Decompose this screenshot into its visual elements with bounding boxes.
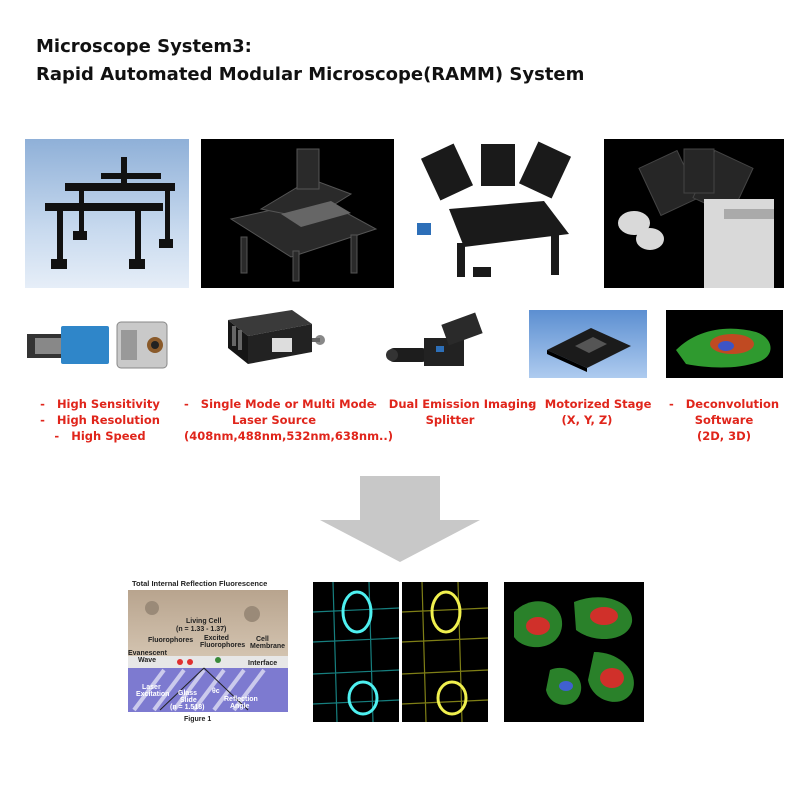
tirf-label: Cell (256, 636, 269, 643)
tirf-label: Laser (142, 684, 161, 691)
caption-text: High Sensitivity (56, 397, 160, 411)
title-line-2: Rapid Automated Modular Microscope(RAMM)… (36, 64, 585, 85)
tirf-diagram: Total Internal Reflection Fluorescence L… (120, 578, 292, 728)
tirf-label: (n = 1.33 - 1.37) (176, 626, 227, 633)
yellow-fluorescence-image (402, 582, 488, 722)
caption-deconvolution: - Deconvolution Software (2D, 3D) (668, 396, 780, 444)
tirf-label: Membrane (250, 643, 286, 650)
tirf-label: Living Cell (186, 618, 222, 625)
tirf-label: Wave (138, 657, 157, 664)
tirf-label: (n = 1.518) (170, 704, 205, 711)
title-line-1: Microscope System3: (36, 36, 252, 57)
tirf-label: Glass (178, 690, 198, 697)
page-title: Microscope System3: Rapid Automated Modu… (36, 33, 584, 89)
tirf-label: Fluorophores (148, 637, 194, 644)
caption-text: Deconvolution (685, 397, 780, 411)
frame-photo-4 (604, 139, 784, 288)
tirf-label: Interface (248, 660, 278, 667)
caption-text: High Resolution (56, 413, 160, 427)
caption-line: - High Speed (40, 428, 160, 444)
bullet: - (40, 413, 45, 427)
frame-photo-2 (201, 139, 394, 288)
tirf-label: Evanescent (128, 650, 167, 657)
tirf-figure-caption: Figure 1 (184, 716, 212, 723)
caption-line: - High Sensitivity (40, 396, 160, 412)
splitter-photo (384, 310, 496, 376)
caption-line: Laser Source (231, 413, 317, 427)
caption-line: Splitter (425, 413, 475, 427)
caption-line: - Deconvolution (668, 396, 780, 412)
caption-line: (408nm,488nm,532nm,638nm..) (184, 429, 394, 443)
bullet: - (54, 429, 60, 443)
down-arrow-icon (318, 476, 482, 562)
cyan-fluorescence-image (313, 582, 399, 722)
camera-photo (25, 318, 197, 370)
caption-laser: - Single Mode or Multi Mode Laser Source… (184, 396, 394, 444)
tirf-label: Reflection (224, 696, 258, 703)
bullet: - (528, 397, 533, 411)
caption-line: (X, Y, Z) (561, 413, 613, 427)
cell-fluorescence-image (504, 582, 644, 722)
caption-line: (2D, 3D) (697, 429, 751, 443)
tirf-label: Excitation (136, 691, 170, 698)
tirf-label: Fluorophores (200, 642, 246, 649)
frame-photo-3 (409, 139, 584, 288)
tirf-label: Slide (180, 697, 197, 704)
caption-line: - High Resolution (40, 412, 160, 428)
caption-line: - Dual Emission Imaging (372, 396, 536, 412)
bullet: - (40, 397, 45, 411)
caption-camera: - High Sensitivity - High Resolution - H… (40, 396, 160, 444)
caption-line: Software (694, 413, 754, 427)
bullet: - (184, 397, 189, 411)
tirf-title: Total Internal Reflection Fluorescence (132, 579, 268, 588)
tirf-label: Excited (204, 635, 229, 642)
caption-text: Motorized Stage (544, 397, 652, 411)
caption-splitter: - Dual Emission Imaging Splitter (372, 396, 536, 428)
bullet: - (668, 397, 674, 411)
deconvolution-image (666, 310, 783, 378)
caption-text: Dual Emission Imaging (388, 397, 537, 411)
laser-source-photo (220, 306, 332, 368)
bullet: - (372, 397, 377, 411)
caption-text: High Speed (71, 429, 146, 443)
caption-line: - Single Mode or Multi Mode (184, 396, 375, 412)
caption-stage: - Motorized Stage (X, Y, Z) (528, 396, 651, 428)
motorized-stage-photo (529, 310, 647, 378)
tirf-label: θc (212, 688, 220, 695)
caption-line: - Motorized Stage (528, 396, 651, 412)
caption-text: Single Mode or Multi Mode (200, 397, 375, 411)
tirf-label: Angle (230, 703, 250, 710)
frame-photo-1 (25, 139, 189, 288)
